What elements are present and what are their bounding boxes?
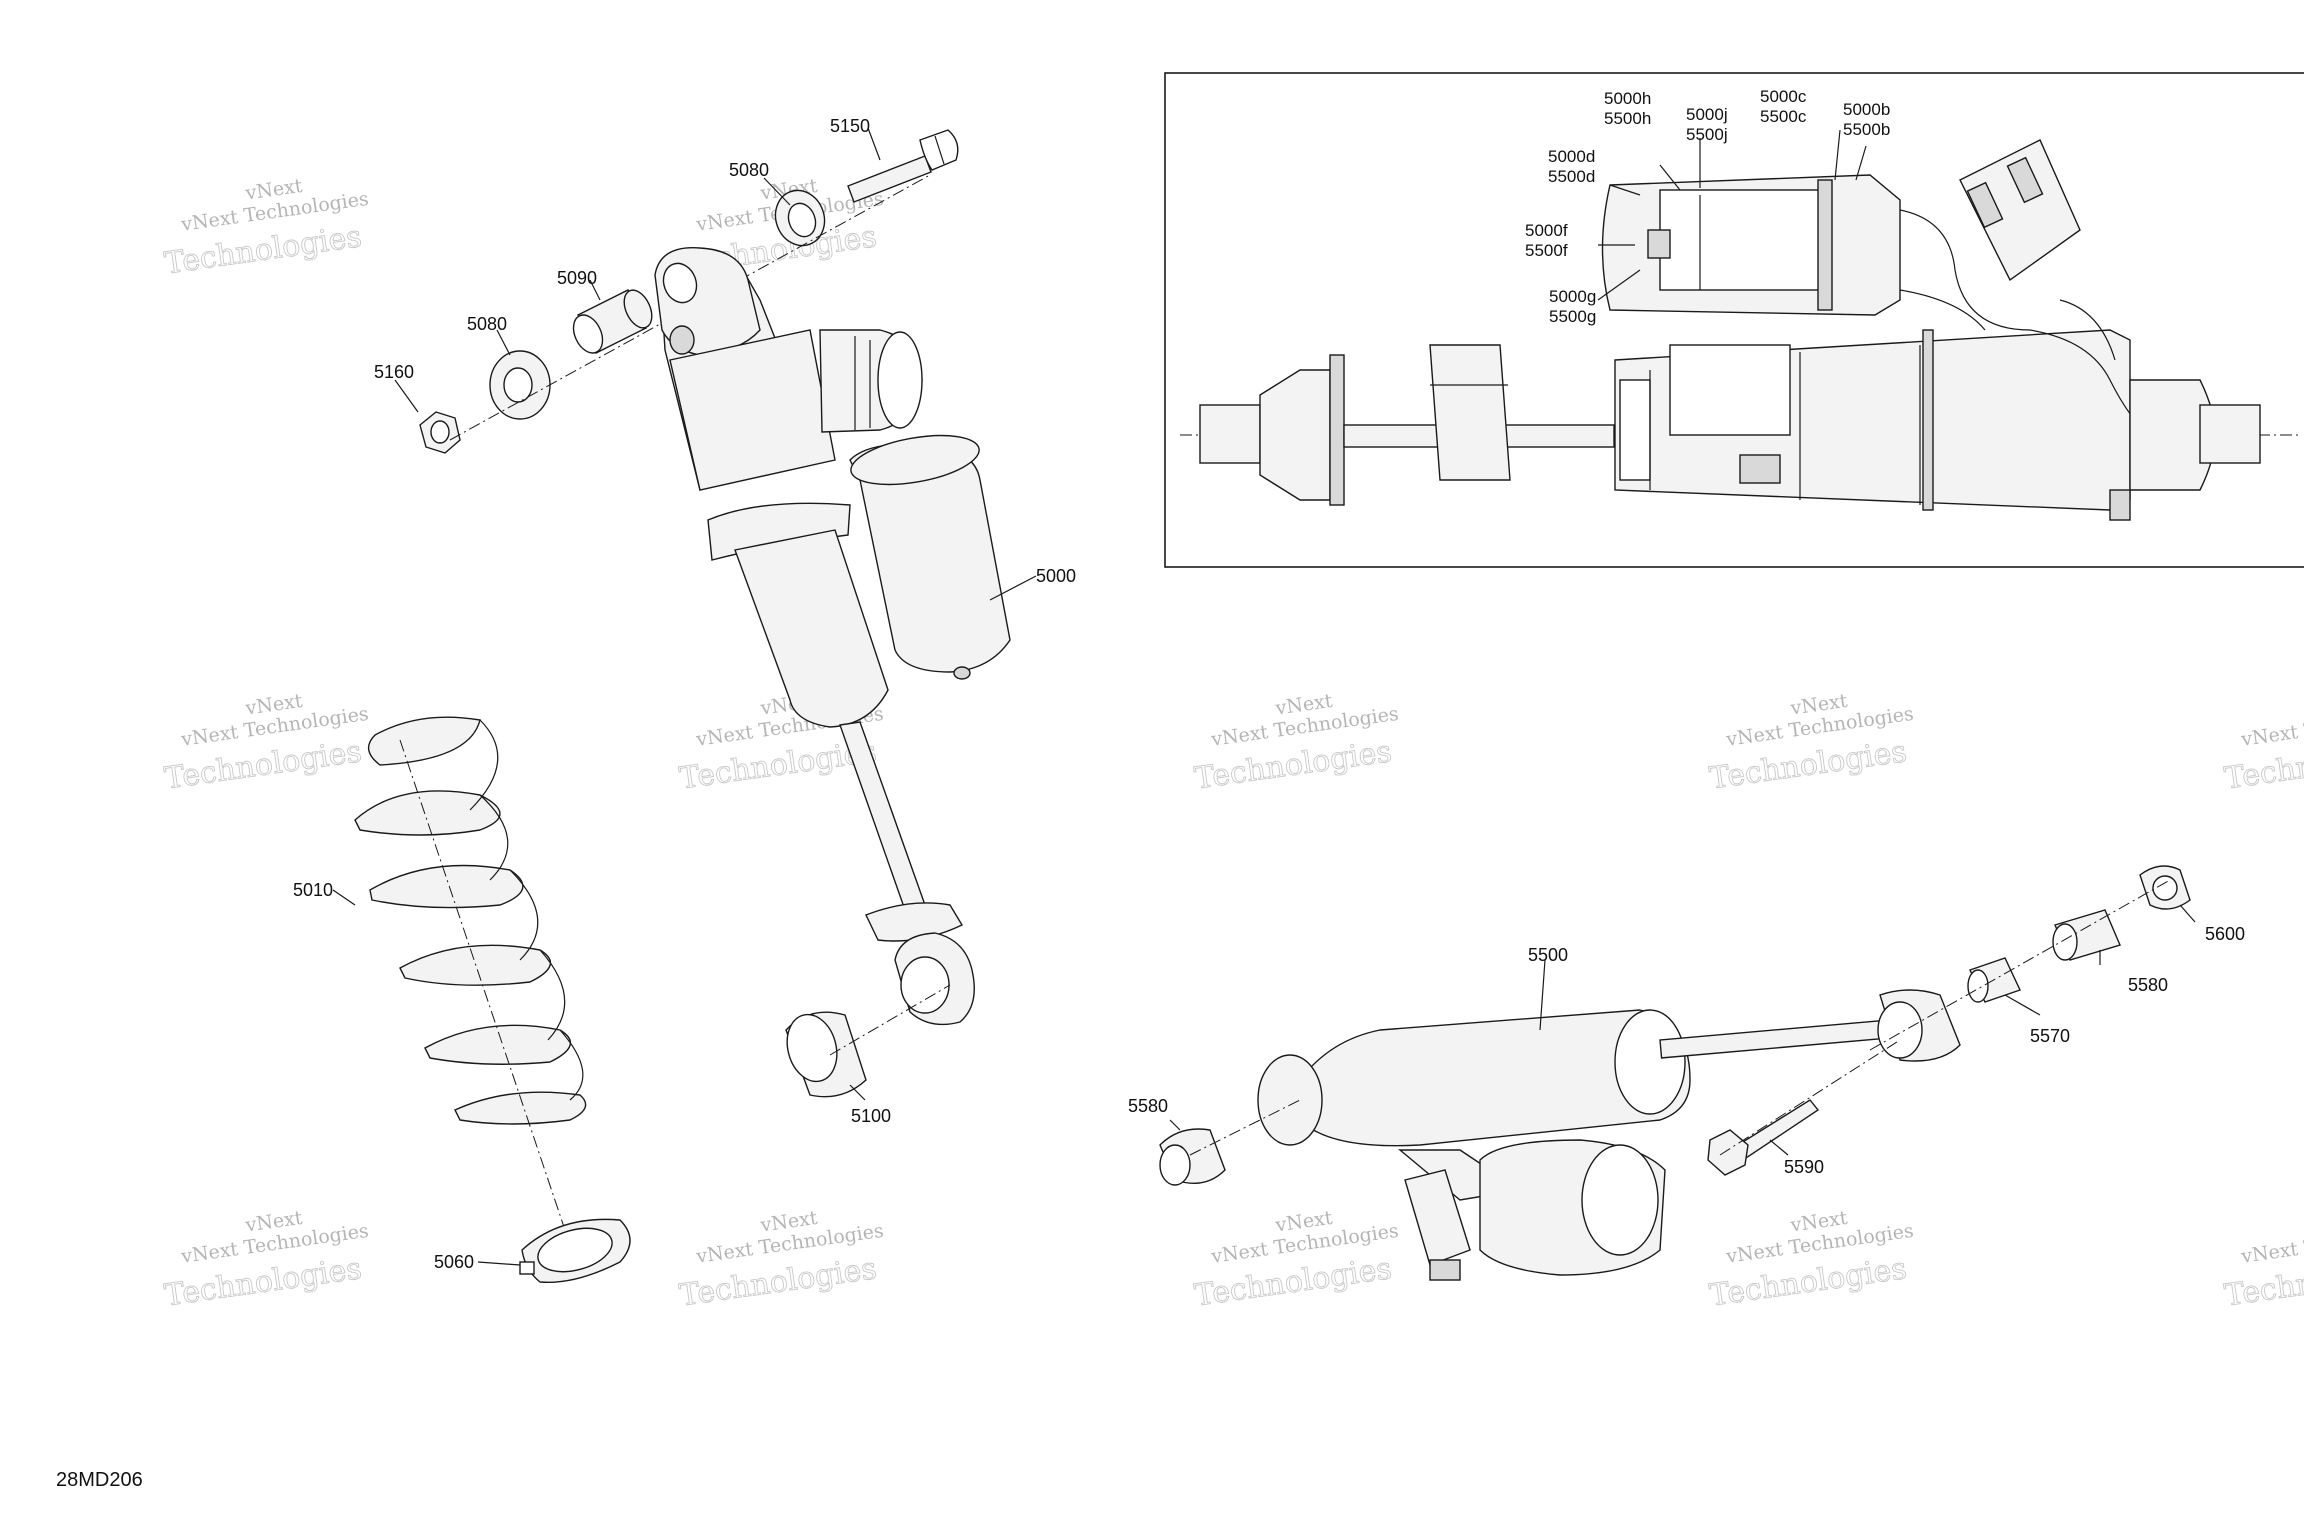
shock-body-5500 [1257,1009,1892,1281]
retainer-clip-5060 [519,1218,631,1284]
leader-lines [332,127,2196,1266]
bushing-5580-left [1159,1128,1226,1186]
label-5590: 5590 [1784,1157,1824,1177]
washer-5080-top [774,189,826,247]
label-5000d: 5000d [1548,147,1595,166]
bushing-5600 [2139,865,2191,910]
label-5500f: 5500f [1525,241,1568,260]
label-5600: 5600 [2205,924,2245,944]
right-shock-assembly [1159,865,2191,1281]
label-5100: 5100 [851,1106,891,1126]
label-5080-lower: 5080 [467,314,507,334]
watermark-line1: vNext Technologies [2239,703,2304,751]
callout-labels: 5150 5080 5090 5080 5160 5000 5010 5100 … [293,87,2245,1272]
bolt-5590 [1707,1099,1820,1176]
shock-body-5000 [654,247,1011,1026]
washer-5080-lower [489,350,551,420]
label-5150: 5150 [830,116,870,136]
watermark-line1: vNext Technologies [2239,1220,2304,1268]
bolt-5150 [847,129,959,203]
spring-5010 [354,716,587,1125]
label-5500h: 5500h [1604,109,1651,128]
label-5000f: 5000f [1525,221,1568,240]
label-5000b: 5000b [1843,100,1890,119]
label-5500c: 5500c [1760,107,1807,126]
left-shock-assembly [354,129,1011,1284]
cross-section-inset [1164,72,2304,568]
bushing-5100 [785,1011,867,1098]
label-5580-left: 5580 [1128,1096,1168,1116]
diagram-code: 28MD206 [56,1469,143,1491]
label-5160: 5160 [374,362,414,382]
label-5080-top: 5080 [729,160,769,180]
label-5000c: 5000c [1760,87,1807,106]
label-5000h: 5000h [1604,89,1651,108]
label-5500j: 5500j [1686,125,1728,144]
label-5000: 5000 [1036,566,1076,586]
label-5090: 5090 [557,268,597,288]
spacer-5570 [1967,957,2021,1003]
eye-bushing [1877,989,1961,1062]
label-5500g: 5500g [1549,307,1596,326]
label-5000g: 5000g [1549,287,1596,306]
label-5570: 5570 [2030,1026,2070,1046]
label-5500: 5500 [1528,945,1568,965]
label-5060: 5060 [434,1252,474,1272]
label-5580-right: 5580 [2128,975,2168,995]
sleeve-5090 [572,289,653,354]
bushing-5580-right [2052,909,2121,961]
label-5500b: 5500b [1843,120,1890,139]
nut-5160 [419,411,461,454]
label-5000j: 5000j [1686,105,1728,124]
label-5010: 5010 [293,880,333,900]
label-5500d: 5500d [1548,167,1595,186]
